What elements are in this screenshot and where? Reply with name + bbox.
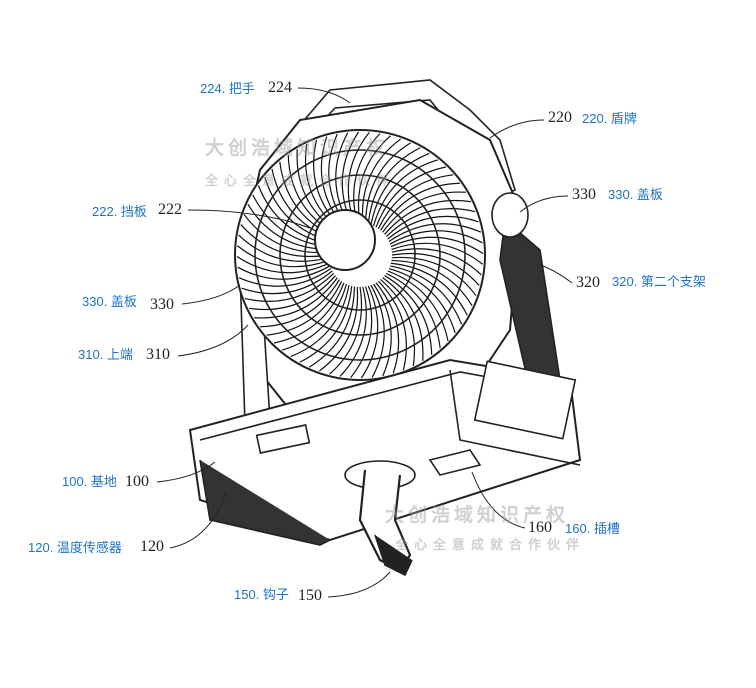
baffle (314, 209, 376, 271)
cover-right (491, 192, 529, 238)
number-cover-right: 330 (572, 186, 596, 203)
number-cover-left: 330 (150, 296, 174, 313)
temp-sensor (255, 424, 311, 454)
watermark-line1: 大创浩域知识产权 (205, 137, 390, 159)
label-temp-sensor: 120. 温度传感器 (28, 540, 122, 555)
number-slot: 160 (528, 519, 552, 536)
label-slot: 160. 插槽 (565, 521, 620, 536)
watermark-line1-b: 大创浩域知识产权 (385, 504, 570, 526)
number-hook: 150 (298, 587, 322, 604)
slot (428, 449, 482, 476)
label-base: 100. 基地 (62, 474, 117, 489)
number-base: 100 (125, 473, 149, 490)
number-second-bracket: 320 (576, 274, 600, 291)
number-handle: 224 (268, 79, 292, 96)
label-shield: 220. 盾牌 (582, 111, 637, 126)
number-shield: 220 (548, 109, 572, 126)
label-hook: 150. 钩子 (234, 587, 289, 602)
leader-lines (156, 87, 573, 598)
label-baffle: 222. 挡板 (92, 204, 147, 219)
label-second-bracket: 320. 第二个支架 (612, 274, 706, 289)
watermark-line2: 全心全意成就合作伙伴 (205, 174, 396, 189)
label-cover-left: 330. 盖板 (82, 294, 137, 309)
number-temp-sensor: 120 (140, 538, 164, 555)
label-cover-right: 330. 盖板 (608, 187, 663, 202)
number-upper-end: 310 (146, 346, 170, 363)
number-baffle: 222 (158, 201, 182, 218)
label-upper-end: 310. 上端 (78, 347, 133, 362)
watermark-line2-b: 全心全意成就合作伙伴 (395, 538, 586, 553)
label-handle: 224. 把手 (200, 81, 255, 96)
